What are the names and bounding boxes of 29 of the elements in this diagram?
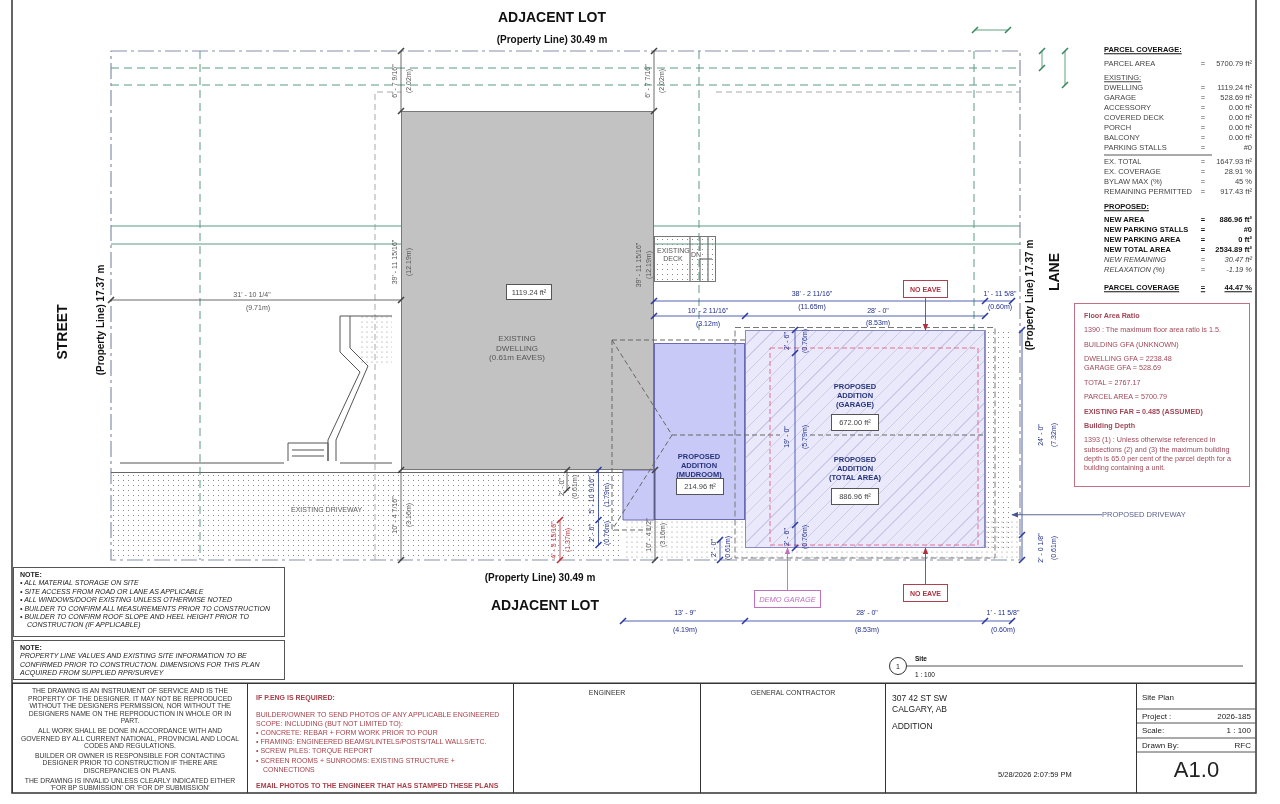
sheet-number: A1.0 [1172,757,1221,783]
neighbor-label: ADJACENT LOT [497,10,607,24]
field-value: 2026-185 [1217,712,1251,721]
field-label: Scale: [1142,726,1165,735]
sheet-title: Site Plan [1142,693,1175,702]
building-footprint [401,111,654,470]
property-line-label: (Property Line) 30.49 m [484,573,596,583]
title-block-cell [247,683,513,793]
title-block-cell [12,683,247,793]
street-label: STREET [55,304,69,360]
deck-outline [654,236,716,282]
property-line-label: (Property Line) 30.49 m [496,35,608,45]
title-block-cell [1136,683,1256,793]
neighbor-label: ADJACENT LOT [490,598,600,612]
field-value: RFC [1234,741,1251,750]
street-label: LANE [1047,252,1061,292]
field-value: 1 : 100 [1226,726,1251,735]
project-type: ADDITION [892,721,933,731]
field-label: Project : [1142,712,1172,721]
address-text: 307 42 ST SW CALGARY, AB [892,693,949,715]
addition-footprint [654,343,745,520]
note-panel [13,567,285,637]
property-line-label: (Property Line) 17.37 m [1025,239,1035,351]
note-panel [1074,303,1250,487]
title-block-cell [885,683,1136,793]
note-panel [13,640,285,680]
field-label: Drawn By: [1142,741,1179,750]
property-line-label: (Property Line) 17.37 m [96,264,106,376]
room-label: EXISTING DWELLING (0.61m EAVES) [488,334,546,363]
